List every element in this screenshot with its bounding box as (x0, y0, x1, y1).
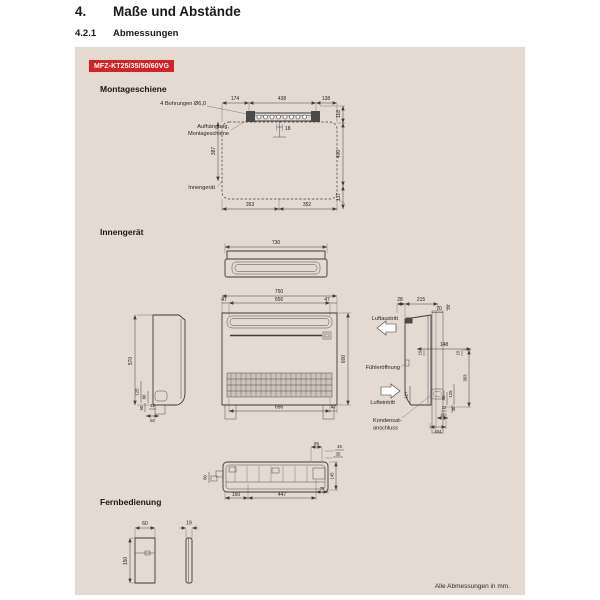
innengeraet-title: Innengerät (100, 227, 144, 237)
dim-125-drain: 125 (448, 390, 453, 398)
dim-remote-19: 19 (186, 521, 192, 527)
louver-grille (226, 372, 333, 398)
dim-47-right: 47 (324, 297, 330, 303)
dim-60-bottom: 60 (441, 413, 446, 418)
montageschiene-title: Montageschiene (100, 84, 167, 94)
dim-215: 215 (417, 297, 426, 303)
model-badge: MFZ-KT25/35/50/60VG (89, 60, 175, 72)
dim-174: 174 (231, 96, 240, 102)
air-outlet-label: Luftaustritt (372, 316, 399, 322)
dim-656-bottom: 656 (275, 405, 284, 411)
bottom-body (222, 461, 329, 493)
front-body (221, 312, 338, 406)
subsection-number: 4.2.1 (75, 28, 97, 39)
dim-30-bottom: 30 (451, 406, 456, 411)
dim-400: 400 (336, 150, 342, 159)
display-box (322, 331, 332, 340)
dimensions-panel: MFZ-KT25/35/50/60VG Montageschiene Innen… (75, 47, 525, 595)
dim-118: 118 (336, 110, 342, 118)
subsection-title: Abmessungen (113, 28, 179, 39)
air-inlet-arrow (380, 383, 401, 399)
dim-447: 447 (278, 492, 287, 498)
dim-15-right: 15 (456, 350, 461, 355)
dim-138: 138 (322, 96, 331, 102)
dim-145: 145 (330, 472, 335, 480)
drain-label-2: anschluss (373, 426, 398, 432)
connection-body (404, 314, 432, 406)
dim-75: 75 (320, 486, 325, 491)
sensor-label: Fühleröffnung (366, 365, 400, 371)
dim-148: 148 (440, 342, 449, 348)
innengeraet-side-view: 570 125 80 50 12 60 (128, 314, 186, 423)
dim-80-side: 80 (142, 394, 147, 399)
technical-drawings: 174 438 138 18 387 118 400 137 (123, 96, 471, 584)
units-note: Alle Abmessungen in mm. (434, 583, 510, 590)
dim-656-top: 656 (275, 297, 284, 303)
fernbedienung-drawing: 60 150 19 (123, 521, 199, 584)
dim-80-drain: 80 (441, 395, 446, 400)
fernbedienung-title: Fernbedienung (100, 497, 162, 507)
dim-438: 438 (278, 96, 287, 102)
dim-70: 70 (436, 306, 442, 312)
dim-750: 750 (275, 289, 284, 295)
dim-104: 104 (434, 429, 442, 434)
hanger-label-1: Aufhängung, (197, 124, 229, 130)
dim-125-side: 125 (135, 388, 140, 396)
dim-18-hook: 18 (285, 126, 291, 132)
air-outlet-arrow (376, 320, 397, 336)
dim-12-side: 12 (150, 403, 155, 408)
foot-left (224, 404, 237, 420)
remote-front (134, 537, 156, 584)
dim-303: 303 (463, 374, 468, 382)
dim-28-top: 28 (397, 297, 403, 303)
bottom-display-box (312, 467, 326, 480)
dim-353: 353 (246, 202, 255, 208)
dim-35: 35 (336, 452, 341, 457)
dim-45: 45 (337, 444, 342, 449)
hanger-label-2: Montageschiene (188, 131, 229, 137)
dim-50-side: 50 (139, 405, 144, 410)
dim-15-left: 15 (418, 350, 423, 355)
page-title: Maße und Abstände (113, 4, 241, 19)
sensor-opening (404, 359, 410, 367)
dim-60-side: 60 (150, 418, 155, 423)
remote-side (185, 537, 193, 584)
dim-387: 387 (211, 147, 217, 156)
holes-label: 4 Bohrungen Ø6,0 (160, 101, 206, 107)
dim-12-bottom: 12 (442, 405, 447, 410)
dim-352: 352 (303, 202, 312, 208)
dim-137: 137 (336, 193, 342, 202)
dim-47-left: 47 (221, 297, 227, 303)
air-outlet-slot (405, 317, 413, 324)
drain-hose-outlet (210, 470, 224, 482)
dim-730: 730 (272, 240, 281, 246)
dim-600: 600 (341, 355, 347, 364)
innengeraet-connection-view: 28 215 70 28 Luftaustritt 148 15 15 Fühl… (366, 297, 471, 434)
dim-85: 85 (314, 441, 319, 446)
dim-127: 127 (404, 391, 409, 399)
dim-remote-60: 60 (142, 521, 148, 527)
innengeraet-front-view: 750 47 656 47 (221, 289, 351, 420)
dim-570: 570 (128, 357, 134, 366)
dim-28-right: 28 (446, 305, 451, 310)
dim-60-left: 60 (203, 475, 208, 480)
dim-47-bottom: 47 (331, 405, 337, 411)
dim-remote-150: 150 (123, 557, 129, 566)
side-knockout (154, 390, 168, 402)
montageschiene-drawing: 174 438 138 18 387 118 400 137 (160, 96, 346, 211)
drain-label-1: Kondensat- (373, 418, 402, 424)
drain-connection (430, 388, 445, 400)
innengeraet-top-view: 730 (224, 240, 328, 278)
dim-150: 150 (232, 492, 241, 498)
indoor-unit-label: Innengerät (188, 185, 215, 191)
section-number: 4. (75, 4, 87, 19)
innengeraet-bottom-view: 85 45 35 60 145 150 447 75 (203, 441, 344, 500)
side-body (152, 314, 186, 406)
mounting-rail (246, 111, 320, 138)
air-inlet-label: Lufteintritt (370, 400, 395, 406)
wall-rail-column (431, 310, 444, 434)
